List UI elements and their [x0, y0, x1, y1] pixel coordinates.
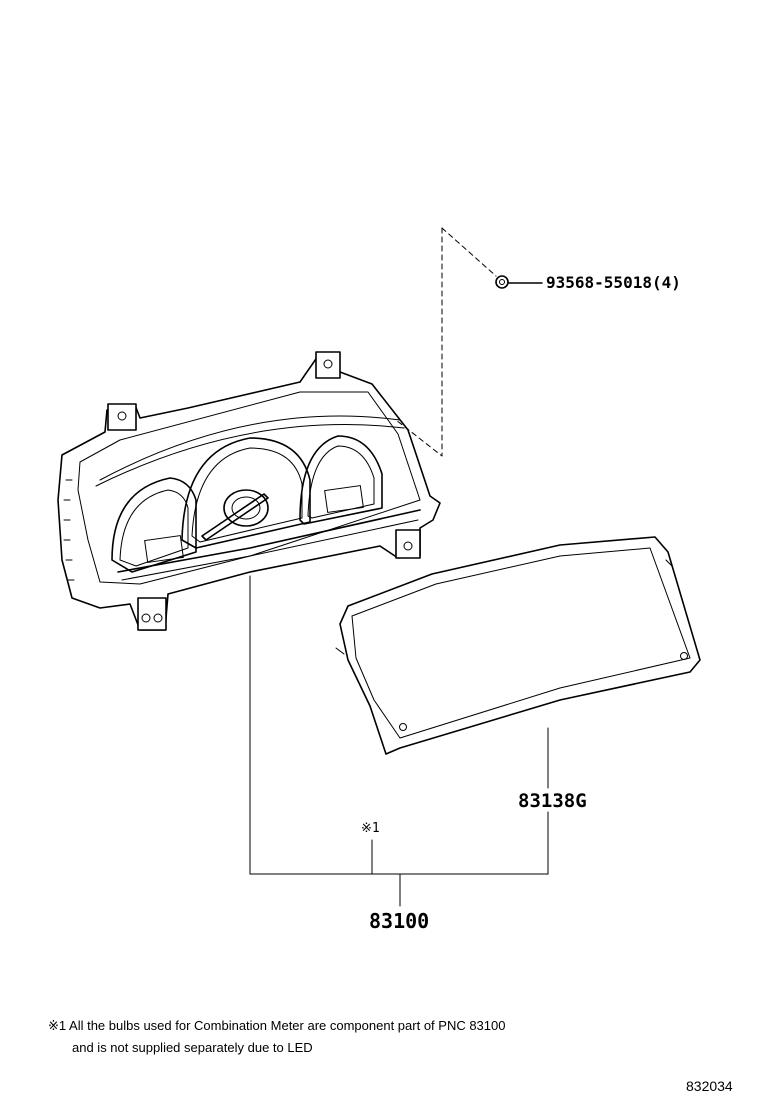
bolt-illustration — [395, 227, 543, 457]
leader-lines — [249, 575, 549, 907]
combination-meter-illustration — [57, 351, 441, 631]
bolt-part-number: 93568-55018 — [546, 273, 652, 292]
bolt-part-label: 93568-55018(4) — [546, 273, 681, 292]
meter-part-number: 83100 — [369, 909, 430, 933]
figure-id: 832034 — [686, 1078, 733, 1094]
footnote-line-1: ※1 All the bulbs used for Combination Me… — [48, 1018, 506, 1033]
lens-part-number: 83138G — [518, 790, 587, 812]
lens-illustration — [335, 536, 701, 755]
footnote-line-2: and is not supplied separately due to LE… — [72, 1040, 313, 1055]
bolt-quantity: (4) — [651, 273, 681, 292]
note-marker: ※1 — [361, 821, 380, 836]
